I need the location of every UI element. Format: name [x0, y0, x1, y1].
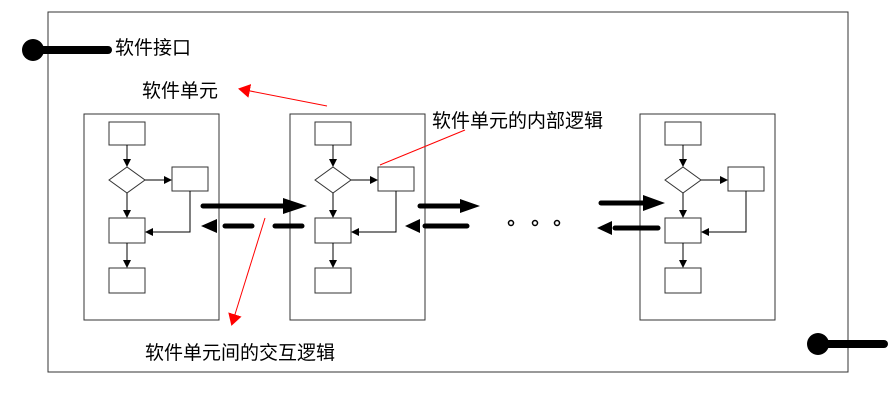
forward-arrow-1 [200, 198, 307, 214]
process-box [171, 166, 209, 192]
process-box [664, 121, 702, 146]
software-unit-3 [639, 113, 776, 321]
unit-frame [83, 113, 220, 321]
software-unit-2 [289, 113, 426, 321]
process-box [314, 217, 352, 244]
flow-arrow [351, 191, 397, 236]
backward-arrow-1 [201, 219, 305, 233]
backward-arrow-2 [405, 219, 470, 233]
ellipsis-dots [507, 219, 561, 227]
flow-arrow [701, 191, 747, 236]
process-box [314, 121, 352, 146]
label-software-unit: 软件单元 [142, 80, 218, 102]
label-internal-logic: 软件单元的内部逻辑 [432, 110, 603, 132]
software-unit-1 [83, 113, 220, 321]
unit-frame [639, 113, 776, 321]
decision-diamond [108, 166, 146, 194]
label-software-interface: 软件接口 [115, 37, 191, 59]
annotation-lines [228, 84, 466, 326]
backward-arrow-3 [597, 221, 661, 235]
forward-arrow-2 [417, 199, 480, 213]
interface-handle-right [807, 333, 888, 355]
process-box [108, 267, 146, 294]
process-box [664, 217, 702, 244]
process-box [108, 217, 146, 244]
process-box [727, 166, 765, 192]
unit-frame [289, 113, 426, 321]
process-box [664, 267, 702, 294]
process-box [108, 121, 146, 146]
flow-arrow [145, 191, 191, 236]
process-box [314, 267, 352, 294]
interaction-arrows [200, 195, 665, 235]
label-interaction-logic: 软件单元间的交互逻辑 [145, 342, 335, 364]
decision-diamond [314, 166, 352, 194]
process-box [377, 166, 415, 192]
forward-arrow-3 [598, 195, 665, 211]
system-boundary [47, 11, 849, 373]
interface-handle-left [22, 39, 112, 61]
decision-diamond [664, 166, 702, 194]
